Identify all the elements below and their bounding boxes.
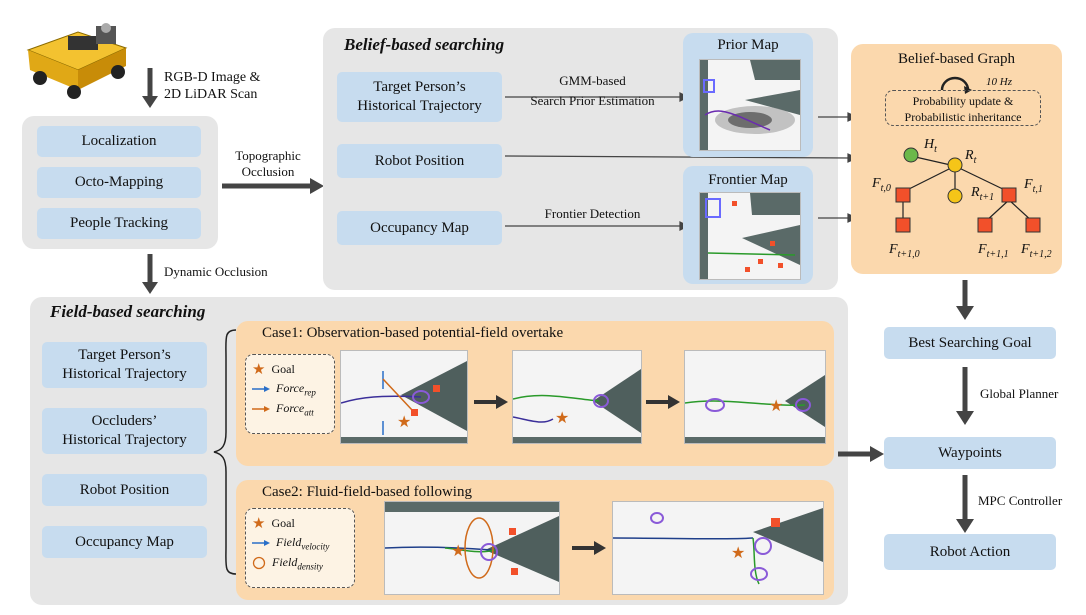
graph-rate: 10 Hz [986,76,1012,88]
field-input-occupancy-map: Occupancy Map [42,526,207,558]
belief-title: Belief-based searching [344,35,505,54]
case1-map-2: ★ [512,350,642,444]
robot-action-box: Robot Action [884,534,1056,570]
svg-text:★: ★ [397,414,411,431]
node-r1-label: Rt+1 [971,185,995,203]
node-f11-label: Ft+1,1 [978,242,1009,260]
field-input-occluders: Occluders’Historical Trajectory [42,408,207,454]
gmm-label: GMM-based Search Prior Estimation [530,73,655,108]
goal-star-icon: ★ [252,361,266,378]
localization-box: Localization [37,126,201,157]
dynamic-label: Dynamic Occlusion [164,264,268,279]
frontier-map-image [699,192,801,280]
case1-arrow-1 [474,394,510,415]
global-planner-arrow [955,367,975,432]
graph-down-arrow [955,280,975,327]
graph-tree [895,147,1041,233]
refresh-loop-icon [940,76,972,94]
field-title: Field-based searching [50,302,206,321]
case1-title: Case1: Observation-based potential-field… [262,325,564,341]
global-planner-label: Global Planner [980,386,1059,401]
node-h-label: Ht [924,137,937,155]
case1-legend: ★Goal Forcerep Forceatt [245,354,335,434]
topographic-arrow [222,176,326,201]
case2-arrow [572,540,608,561]
graph-title: Belief-based Graph [897,51,1016,67]
case1-map-1: ★ [340,350,468,444]
graph-update-box: Probability update & Probabilistic inher… [885,90,1041,126]
sensor-label: RGB-D Image & 2D LiDAR Scan [164,70,261,102]
case2-map-1: ★ [384,501,560,595]
case2-map-2: ★ [612,501,824,595]
force-rep-arrow-icon [252,386,270,392]
frontier-detection-label: Frontier Detection [544,206,641,221]
people-tracking-box: People Tracking [37,208,201,239]
field-density-circle-icon [252,556,266,570]
case1-map-3: ★ [684,350,826,444]
prior-map-image [699,59,801,151]
case2-title: Case2: Fluid-field-based following [262,484,472,500]
mpc-label: MPC Controller [978,493,1063,508]
case1-arrow-2 [646,394,682,415]
svg-text:★: ★ [451,543,465,560]
svg-text:★: ★ [769,398,783,415]
belief-input-robot-position: Robot Position [337,144,502,178]
field-to-waypoints-arrow [838,445,886,468]
field-input-robot-position: Robot Position [42,474,207,506]
dynamic-arrow [140,254,160,301]
curly-brace [213,329,237,575]
mpc-arrow [955,475,975,540]
robot-image [18,20,136,102]
node-f1-label: Ft,1 [1024,177,1043,195]
topographic-label: Topographic Occlusion [235,148,301,179]
svg-text:★: ★ [555,410,569,427]
svg-text:★: ★ [731,545,745,562]
frontier-map-title: Frontier Map [708,172,788,188]
octo-mapping-box: Octo-Mapping [37,167,201,198]
node-f12-label: Ft+1,2 [1021,242,1052,260]
belief-input-occupancy-map: Occupancy Map [337,211,502,245]
node-r-label: Rt [965,148,977,166]
best-searching-goal-box: Best Searching Goal [884,327,1056,359]
case2-legend: ★Goal Fieldvelocity Fielddensity [245,508,355,588]
node-f10-label: Ft+1,0 [889,242,920,260]
force-att-arrow-icon [252,406,270,412]
field-velocity-arrow-icon [252,540,270,546]
prior-map-title: Prior Map [717,37,779,53]
waypoints-box: Waypoints [884,437,1056,469]
goal-star-icon: ★ [252,515,266,532]
node-f0-label: Ft,0 [872,176,891,194]
sensor-arrow [140,68,160,115]
